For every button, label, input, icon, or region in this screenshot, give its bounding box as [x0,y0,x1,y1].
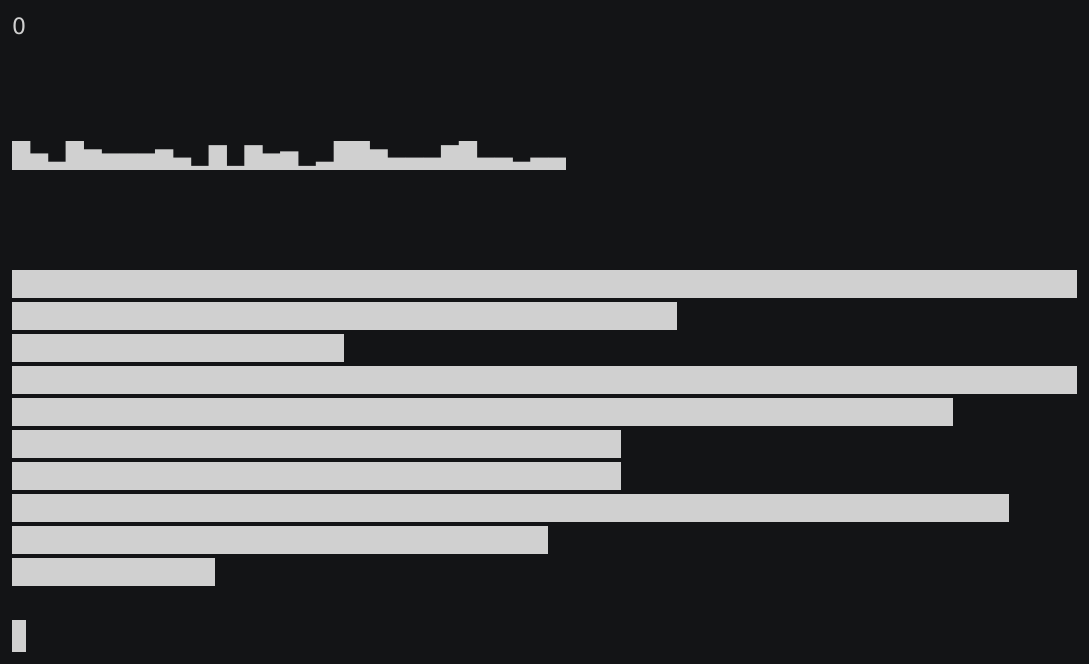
sparkline-step [154,149,174,170]
text-bar [12,558,215,586]
counter-readout: 0 [12,15,26,40]
sparkline-step [369,149,388,170]
sparkline-step [208,145,227,170]
text-bar [12,302,677,330]
cursor-block [12,620,26,652]
sparkline-step [119,153,138,170]
sparkline-step [351,141,370,170]
sparkline-step [405,157,424,170]
bar-list [12,270,1077,586]
sparkline-step [297,165,317,170]
text-bar [12,462,621,490]
sparkline-step [423,157,442,170]
sparkline-step [262,153,281,170]
text-bar [12,270,1077,298]
sparkline-step [315,161,335,170]
sparkline-step [47,161,67,170]
level-sparkline [12,141,566,170]
sparkline-step [190,165,210,170]
sparkline-step [29,153,49,170]
text-bar [12,430,621,458]
sparkline-step [226,165,245,170]
text-bar [12,334,344,362]
sparkline-step [65,141,84,170]
sparkline-step [530,157,549,170]
sparkline-step [244,145,263,170]
sparkline-step [494,157,513,170]
sparkline-step [440,145,460,170]
sparkline-step [137,153,156,170]
sparkline-step [83,149,102,170]
sparkline-step [172,157,192,170]
text-bar [12,526,548,554]
text-bar [12,398,953,426]
sparkline-step [12,141,31,170]
sparkline-step [333,141,353,170]
sparkline-step [387,157,406,170]
sparkline-step [476,157,496,170]
sparkline-step [548,157,566,170]
text-bar [12,366,1077,394]
sparkline-step [512,161,531,170]
sparkline-step [101,153,120,170]
text-bar [12,494,1009,522]
sparkline-step [458,141,478,170]
sparkline-step [280,151,299,170]
